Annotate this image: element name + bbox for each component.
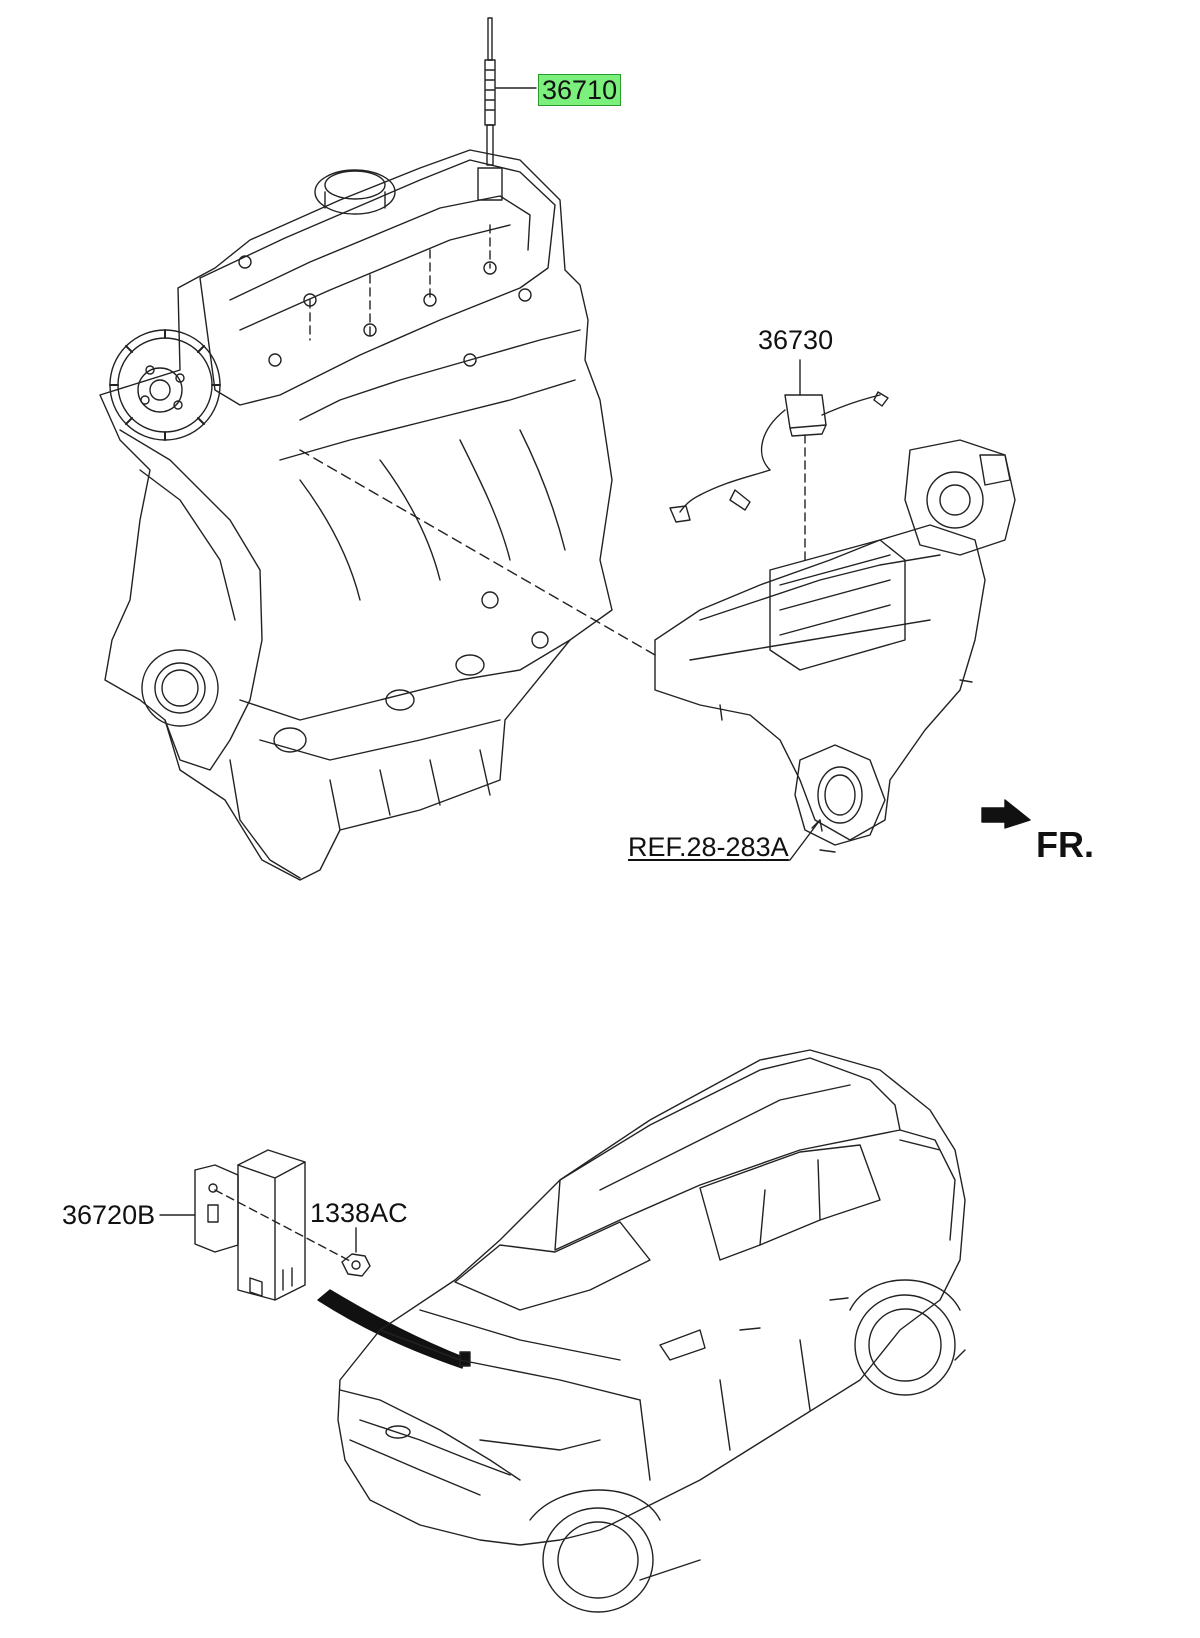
glow-controller-drawing <box>159 1149 471 1369</box>
part-number-glow-plug[interactable]: 36710 <box>538 74 622 106</box>
front-indicator-label: FR. <box>1036 824 1094 865</box>
engine-drawing <box>99 149 656 881</box>
part-number-wiring-harness[interactable]: 36730 <box>758 325 834 355</box>
reference-label[interactable]: REF.28-283A <box>628 832 789 862</box>
intake-manifold-drawing <box>629 439 1016 861</box>
glow-plug-drawing <box>484 17 537 166</box>
vehicle-drawing <box>337 1049 966 1613</box>
part-number-glow-controller[interactable]: 36720B <box>62 1200 156 1230</box>
front-direction-arrow <box>981 799 1031 829</box>
part-number-nut[interactable]: 1338AC <box>310 1198 408 1228</box>
wiring-harness-drawing <box>669 359 889 561</box>
